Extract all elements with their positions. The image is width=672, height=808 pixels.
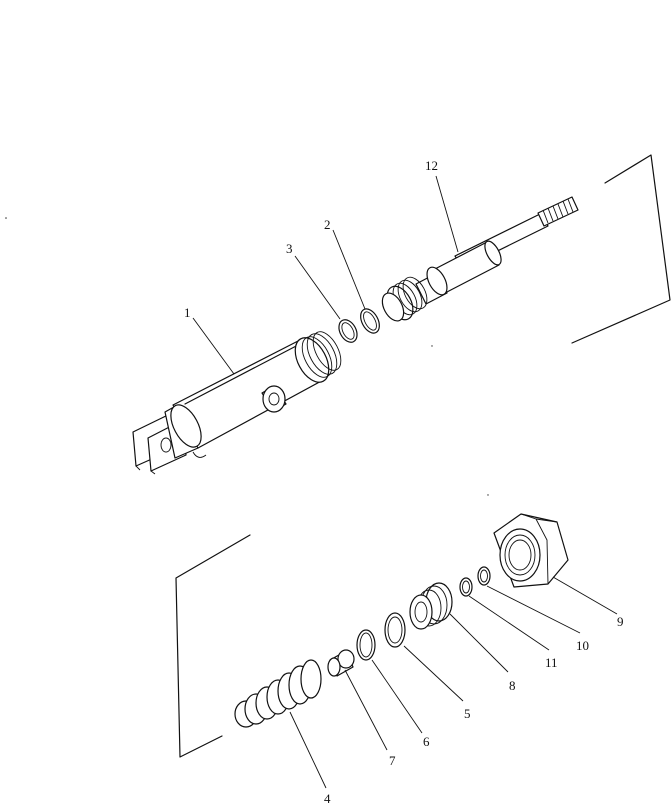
part-11-o-ring — [459, 577, 473, 597]
part-9-cap-nut — [493, 513, 569, 588]
part-4-spring — [234, 659, 322, 728]
label-part-4: 4 — [324, 791, 331, 803]
part-1-cylinder-body — [132, 331, 342, 475]
label-part-1: 1 — [184, 305, 191, 320]
label-part-3: 3 — [286, 241, 293, 256]
label-part-8: 8 — [509, 678, 516, 693]
lower-group-bracket — [175, 534, 251, 758]
part-7-retainer — [327, 649, 355, 677]
label-part-10: 10 — [576, 638, 589, 653]
label-part-11: 11 — [545, 655, 558, 670]
label-part-12: 12 — [425, 158, 438, 173]
label-part-9: 9 — [617, 614, 624, 629]
part-2-backup-ring — [360, 308, 380, 334]
leader-lines — [192, 175, 618, 789]
upper-group-bracket — [571, 154, 671, 344]
part-number-labels: 1 2 3 4 5 6 7 8 9 10 11 12 — [184, 158, 624, 806]
label-part-6: 6 — [423, 734, 430, 749]
label-part-5: 5 — [464, 706, 471, 721]
label-part-7: 7 — [389, 753, 396, 768]
part-10-backup-ring — [477, 566, 491, 586]
part-8-plug — [409, 582, 453, 630]
scan-speck — [5, 217, 7, 219]
label-part-2: 2 — [324, 217, 331, 232]
part-12-spool — [381, 196, 579, 322]
part-3-o-ring — [338, 319, 358, 343]
scan-speck — [431, 345, 433, 347]
scan-speck — [487, 494, 489, 496]
